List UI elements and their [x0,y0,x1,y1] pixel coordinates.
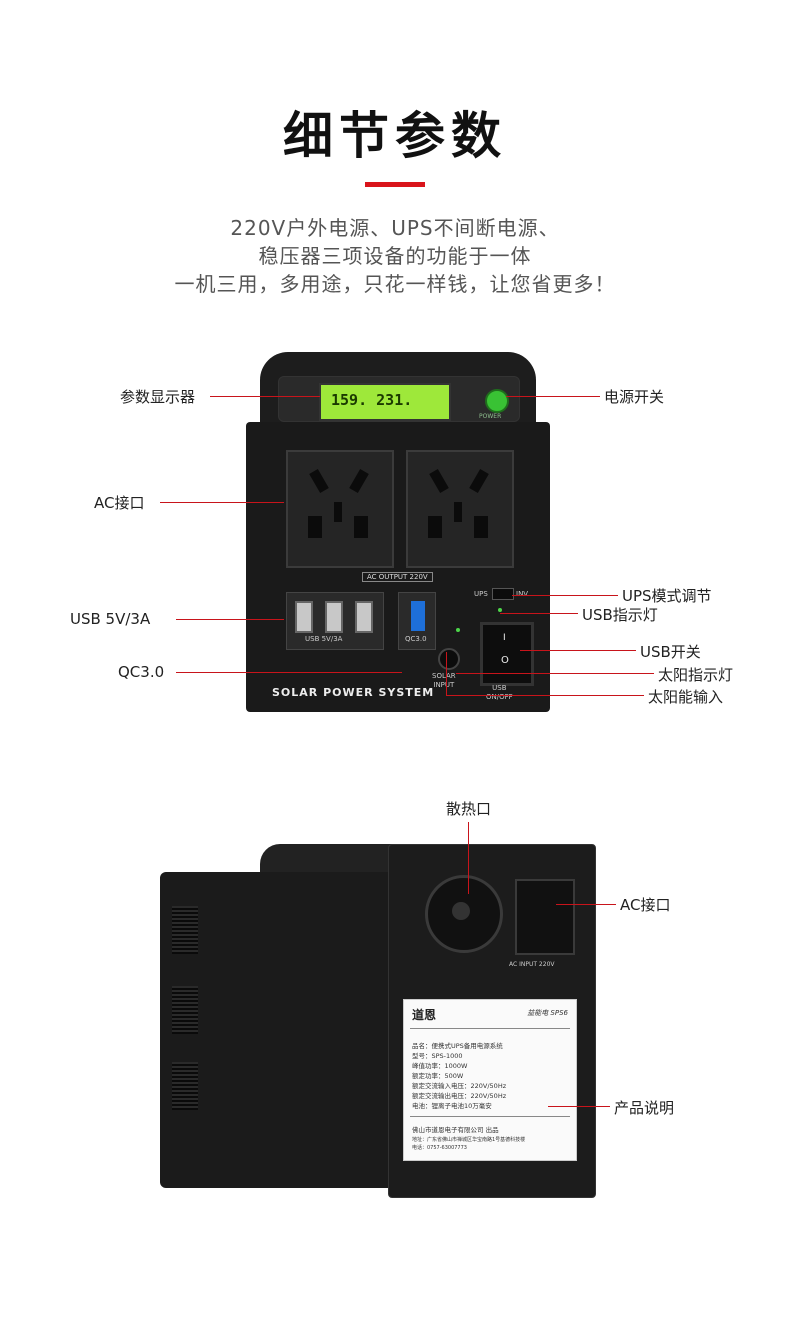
intro-line-2: 稳压器三项设备的功能于一体 [258,244,532,268]
sticker-address: 地址：广东省佛山市禅城区华宝南路1号基德科技楼 [412,1137,526,1143]
side-vent [172,906,198,954]
ac-input-socket [515,879,575,955]
callout-line [446,695,644,696]
callout-ac-port: AC接口 [94,494,145,512]
back-side [160,872,392,1188]
callout-line [556,904,616,905]
solar-jack [438,648,460,670]
power-button [485,389,509,413]
side-vent [172,1062,198,1110]
back-device-photo: AC INPUT 220V 道恩 益能电 SPS6 品名：便携式UPS备用电源系… [160,844,600,1204]
callout-line [176,672,402,673]
callout-power-switch: 电源开关 [604,388,665,406]
sticker-spec: 型号：SPS-1000 [412,1052,463,1060]
callout-display: 参数显示器 [120,388,196,406]
qc-label: QC3.0 [405,635,427,643]
solar-label-line2: INPUT [433,681,455,689]
usb-onoff-line1: USB [492,684,507,692]
page-title: 细节参数 [283,107,507,165]
callout-line [176,619,284,620]
usb-panel: USB 5V/3A [286,592,384,650]
rocker-on-mark: I [503,633,506,643]
callout-ups-mode: UPS模式调节 [622,587,712,605]
usb-port [355,601,373,633]
callout-line [500,613,578,614]
sticker-maker: 佛山市道恩电子有限公司 出品 [412,1126,499,1134]
callout-back-ac-port: AC接口 [620,896,671,914]
fan-icon [425,875,503,953]
solar-led [456,628,460,632]
brand-text: SOLAR POWER SYSTEM [272,686,435,699]
usb-port [325,601,343,633]
usb-led [498,608,502,612]
sticker-divider [410,1116,570,1117]
sticker-spec: 额定交流输入电压：220V/50Hz [412,1082,507,1090]
sticker-divider [410,1028,570,1029]
callout-product-info: 产品说明 [614,1099,675,1117]
side-vent [172,986,198,1034]
usb-label: USB 5V/3A [305,635,343,643]
callout-line [512,595,618,596]
lcd-screen: 159. 231. [319,383,451,421]
usb-port [295,601,313,633]
front-device-photo: 159. 231. POWER AC OUTPUT 220V USB 5V/3A… [246,352,550,712]
callout-solar-input: 太阳能输入 [648,688,724,706]
callout-heat-vent: 散热口 [446,800,492,818]
sticker-spec: 品名：便携式UPS备用电源系统 [412,1042,503,1050]
sticker-spec: 电池：锂离子电池10万毫安 [412,1102,492,1110]
usb-onoff-line2: ON/OFF [486,693,513,701]
display-panel: 159. 231. POWER [278,376,520,422]
inv-label: INV [516,590,529,598]
ups-label: UPS [474,590,488,598]
callout-usb-indicator: USB指示灯 [582,606,658,624]
callout-line [446,652,447,696]
callout-line [520,650,636,651]
callout-line [468,822,469,894]
callout-solar-indicator: 太阳指示灯 [658,666,734,684]
ac-input-label: AC INPUT 220V [509,961,555,968]
callout-usb-5v3a: USB 5V/3A [70,610,151,628]
sticker-phone: 电话：0757-63007773 [412,1145,467,1151]
usb-onoff-label: USB ON/OFF [486,684,513,702]
product-label: 道恩 益能电 SPS6 品名：便携式UPS备用电源系统 型号：SPS-1000 … [403,999,577,1161]
callout-line [456,673,654,674]
solar-label: SOLAR INPUT [432,672,456,690]
callout-line [548,1106,610,1107]
callout-usb-switch: USB开关 [640,643,701,661]
lcd-reading: 159. 231. [331,391,413,409]
power-label: POWER [479,413,502,420]
rocker-off-mark: O [501,655,509,666]
callout-line [506,396,600,397]
title-underline [365,182,425,187]
solar-label-line1: SOLAR [432,672,456,680]
usb-rocker-switch: I O [480,622,534,686]
intro-line-3: 一机三用，多用途，只花一样钱，让您省更多！ [174,272,616,296]
ac-socket-right [406,450,514,568]
callout-qc30: QC3.0 [118,663,165,681]
qc-port [409,599,427,633]
sticker-brand: 道恩 [412,1008,437,1022]
sticker-spec: 额定交流输出电压：220V/50Hz [412,1092,507,1100]
ups-mode-switch [492,588,514,600]
sticker-spec: 额定功率：500W [412,1072,464,1080]
ac-socket-left [286,450,394,568]
callout-line [160,502,284,503]
back-panel: AC INPUT 220V 道恩 益能电 SPS6 品名：便携式UPS备用电源系… [388,844,596,1198]
qc-panel: QC3.0 [398,592,436,650]
intro-line-1: 220V户外电源、UPS不间断电源、 [230,216,560,240]
sticker-model: 益能电 SPS6 [527,1009,568,1017]
sticker-spec: 峰值功率：1000W [412,1062,468,1070]
ac-output-label: AC OUTPUT 220V [362,572,433,582]
callout-line [210,396,320,397]
